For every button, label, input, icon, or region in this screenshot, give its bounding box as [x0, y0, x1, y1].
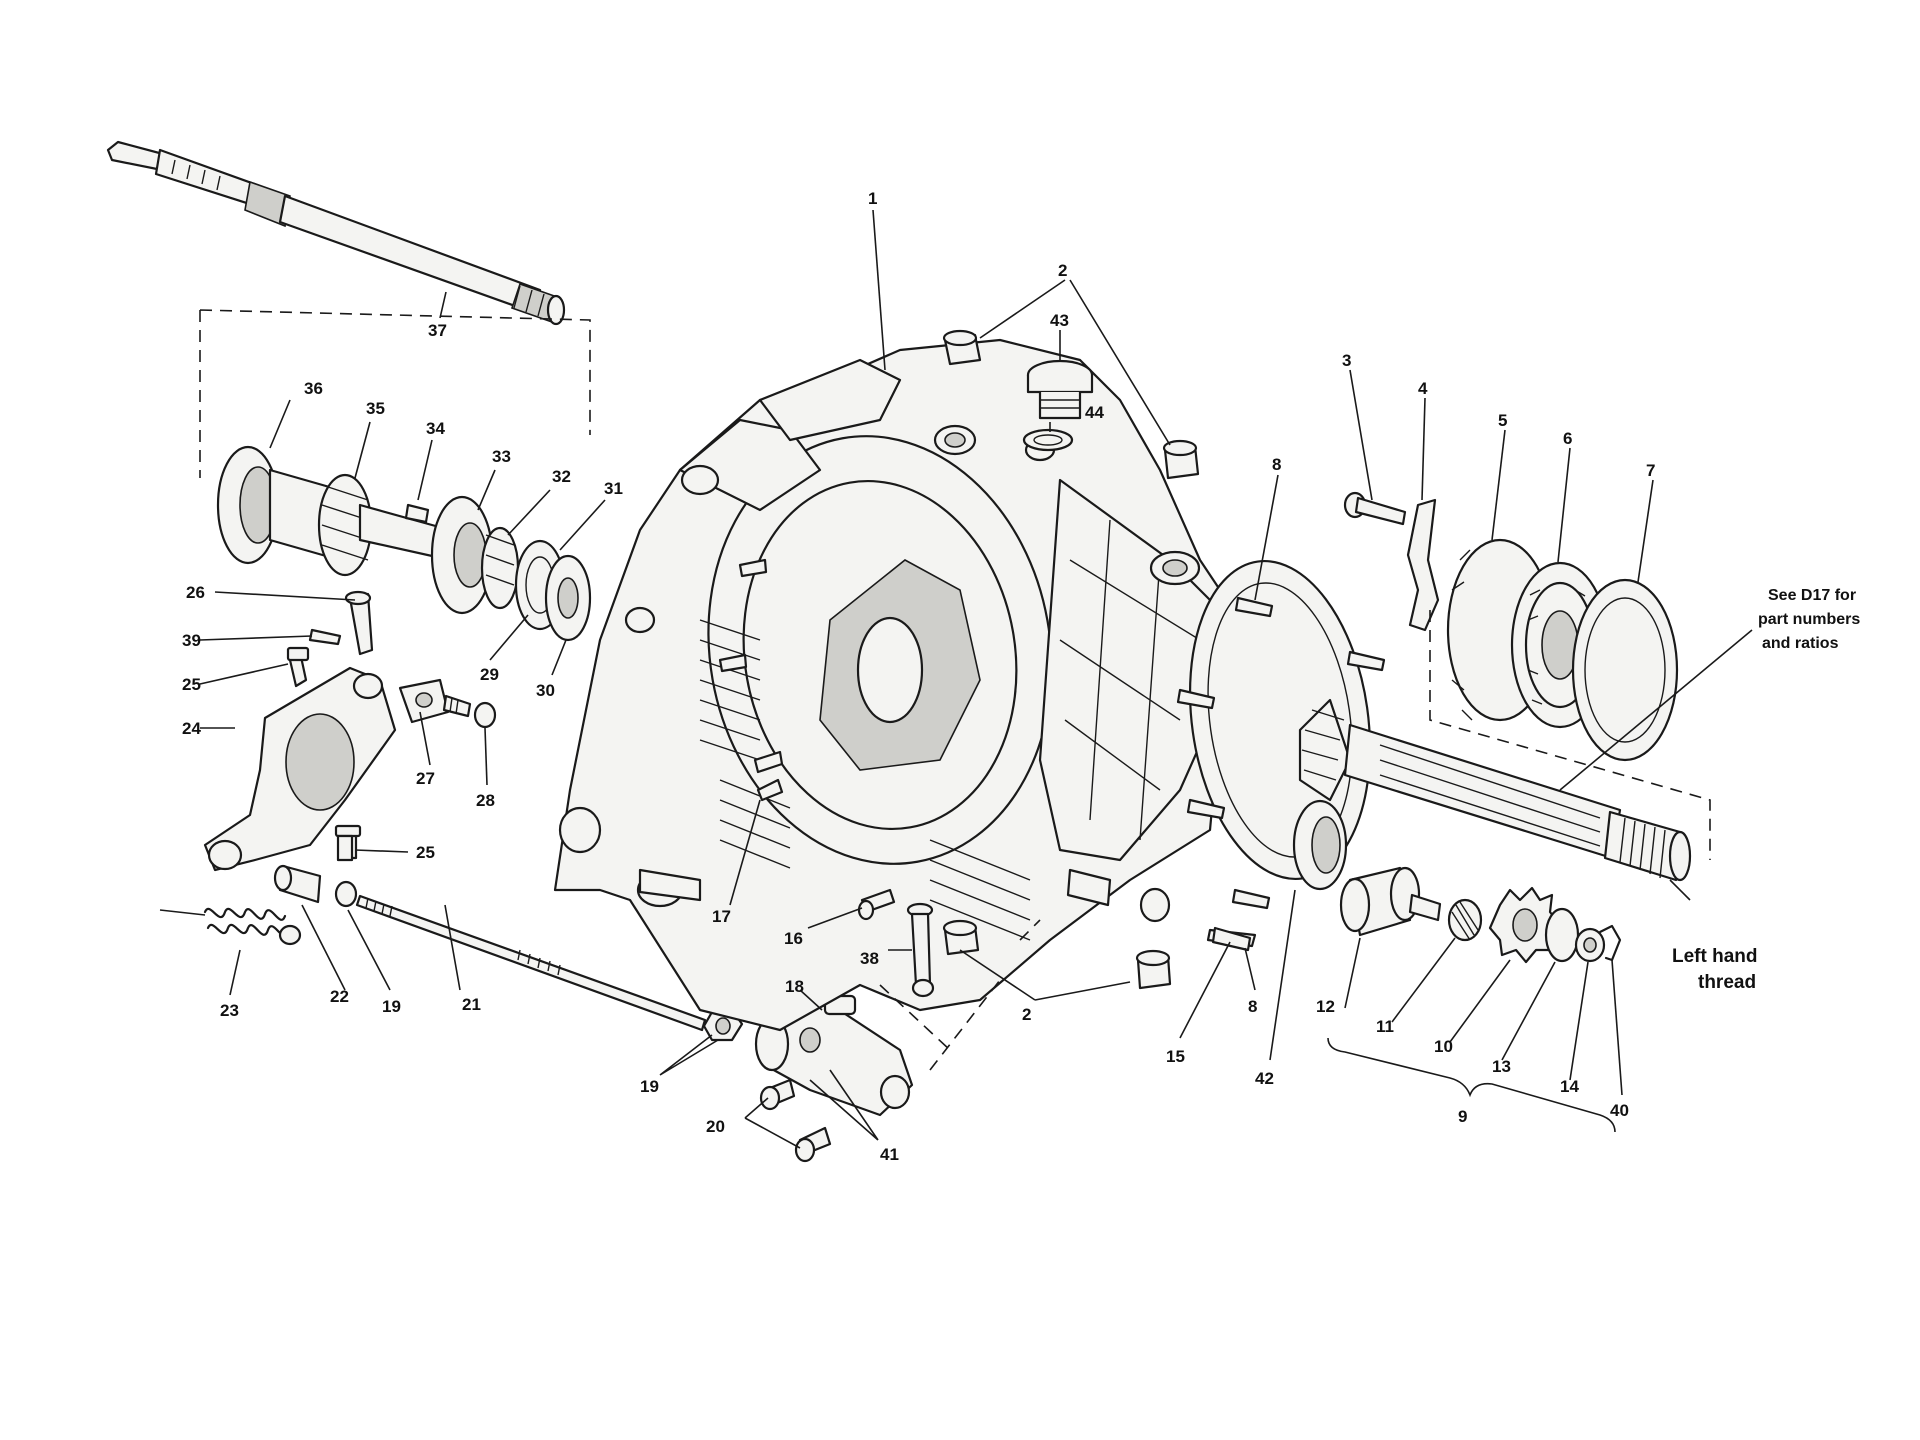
- washer-28: [473, 701, 497, 729]
- label-17: 17: [712, 907, 731, 926]
- stud-15: [1211, 926, 1252, 952]
- slave-cylinder-18: [754, 994, 914, 1117]
- label-26: 26: [186, 583, 205, 602]
- note-see-d17: See D17 for part numbers and ratios: [1758, 587, 1860, 652]
- label-8-top: 8: [1272, 455, 1281, 474]
- label-13: 13: [1492, 1057, 1511, 1076]
- filler-cap-43: [1026, 359, 1094, 420]
- sleeve-12: [1339, 866, 1442, 937]
- seal-7: [1571, 578, 1679, 762]
- label-3: 3: [1342, 351, 1351, 370]
- label-6: 6: [1563, 429, 1572, 448]
- label-12: 12: [1316, 997, 1335, 1016]
- label-29: 29: [480, 665, 499, 684]
- label-24: 24: [182, 719, 201, 738]
- lock-tab-4: [1406, 498, 1440, 632]
- stud-17: [756, 778, 784, 802]
- input-bearing-stack: [216, 445, 592, 642]
- drain-plugs-2: [942, 329, 1200, 990]
- label-16: 16: [784, 929, 803, 948]
- label-4: 4: [1418, 379, 1428, 398]
- return-spring-23: [159, 908, 302, 946]
- label-2-top: 2: [1058, 261, 1067, 280]
- bearing-race-42: [1292, 799, 1348, 891]
- label-19-lower: 19: [640, 1077, 659, 1096]
- washer-13: [1544, 907, 1580, 963]
- label-1: 1: [868, 189, 877, 208]
- label-25-upper: 25: [182, 675, 201, 694]
- group-bracket-output: [1429, 610, 1711, 860]
- split-pin-40: [1598, 924, 1622, 962]
- label-40: 40: [1610, 1101, 1629, 1120]
- label-43: 43: [1050, 311, 1069, 330]
- note-left-hand-line1: Left hand: [1672, 946, 1758, 967]
- label-31: 31: [604, 479, 623, 498]
- needle-bearing-11: [1447, 898, 1483, 942]
- label-2-bottom: 2: [1022, 1005, 1031, 1024]
- bush-22: [273, 864, 322, 904]
- label-35: 35: [366, 399, 385, 418]
- nut-19-upper: [334, 880, 358, 908]
- note-see-d17-line2: part numbers: [1758, 611, 1860, 628]
- label-5: 5: [1498, 411, 1507, 430]
- callout-labels: 1 2 43 44 3 4 5 6 7 8 8 15 42 12 11 10 1…: [182, 189, 1655, 1164]
- label-36: 36: [304, 379, 323, 398]
- bolt-3: [1343, 491, 1407, 526]
- label-10: 10: [1434, 1037, 1453, 1056]
- leader-lines: [199, 209, 1753, 1149]
- washer-44: [1022, 428, 1074, 452]
- note-see-d17-line3: and ratios: [1762, 635, 1839, 652]
- bolt-25-lower: [336, 834, 354, 862]
- bolt-38: [906, 902, 935, 998]
- label-41: 41: [880, 1145, 899, 1164]
- label-25-lower: 25: [416, 843, 435, 862]
- output-pinion-shaft: [1298, 698, 1692, 882]
- label-7: 7: [1646, 461, 1655, 480]
- push-rod-21: [355, 894, 707, 1032]
- label-20: 20: [706, 1117, 725, 1136]
- clutch-fork-24: [203, 646, 397, 872]
- label-23: 23: [220, 1001, 239, 1020]
- label-18: 18: [785, 977, 804, 996]
- label-28: 28: [476, 791, 495, 810]
- label-39: 39: [182, 631, 201, 650]
- label-8-bottom: 8: [1248, 997, 1257, 1016]
- label-33: 33: [492, 447, 511, 466]
- label-42: 42: [1255, 1069, 1274, 1088]
- group-bracket-case: [879, 919, 1041, 1071]
- label-9: 9: [1458, 1107, 1467, 1126]
- label-32: 32: [552, 467, 571, 486]
- pivot-27: [398, 678, 472, 724]
- input-shaft-37: [106, 140, 566, 326]
- label-22: 22: [330, 987, 349, 1006]
- bolts-20: [759, 1078, 832, 1163]
- label-44: 44: [1085, 403, 1104, 422]
- label-15: 15: [1166, 1047, 1185, 1066]
- label-11: 11: [1376, 1017, 1394, 1036]
- group-brace-9: [1327, 1037, 1616, 1133]
- label-37: 37: [428, 321, 447, 340]
- label-38: 38: [860, 949, 879, 968]
- note-left-hand-line2: thread: [1698, 972, 1756, 993]
- nut-14: [1574, 927, 1606, 963]
- group-bracket-shaft: [199, 309, 591, 478]
- clip-39: [308, 628, 342, 646]
- label-19-upper: 19: [382, 997, 401, 1016]
- label-21: 21: [462, 995, 481, 1014]
- label-34: 34: [426, 419, 445, 438]
- gearbox-case-1: [553, 338, 1242, 1032]
- note-left-hand-thread: Left hand thread: [1672, 946, 1758, 993]
- note-see-d17-line1: See D17 for: [1768, 587, 1856, 604]
- label-27: 27: [416, 769, 435, 788]
- label-14: 14: [1560, 1077, 1579, 1096]
- label-30: 30: [536, 681, 555, 700]
